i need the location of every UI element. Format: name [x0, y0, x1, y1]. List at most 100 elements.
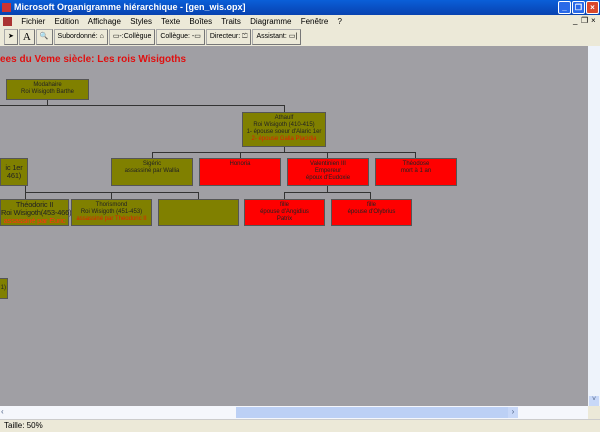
box-text: assassiné par Euric [3, 216, 66, 225]
window-title: Microsoft Organigramme hiérarchique - [g… [14, 2, 246, 12]
vertical-scrollbar[interactable]: ˅ [588, 46, 600, 406]
box-text: fille [279, 202, 289, 208]
box-text: Athaulf [274, 115, 294, 121]
connector [327, 185, 328, 192]
connector [47, 99, 48, 105]
close-button[interactable]: × [586, 1, 599, 14]
restore-button[interactable]: ❐ [572, 1, 585, 14]
box-text: Théodoric II [15, 200, 54, 209]
box-text: fille [366, 202, 376, 208]
box-text: époux d'Eudoxie [305, 175, 351, 181]
app-icon [2, 3, 11, 12]
box-fille-2[interactable]: fille épouse d'Olybrius [331, 199, 412, 226]
box-theodose[interactable]: Théodose mort à 1 an [375, 158, 457, 186]
status-bar: Taille: 50% [0, 419, 600, 432]
magnifier-icon: 🔍 [39, 33, 49, 40]
box-thorismond[interactable]: Thorismond Roi Wisigoth (451-453) assass… [71, 199, 152, 226]
box-empty[interactable] [158, 199, 239, 226]
box-modahaire[interactable]: Modahaire Roi Wisigoth Barthe [6, 79, 89, 100]
connector [327, 152, 328, 158]
toolbar: ➤ A 🔍 Subordonné: ⌂ ▭-:Collègue Collègue… [4, 29, 302, 45]
scroll-left-arrow-icon[interactable]: ‹ [1, 407, 4, 416]
box-text: 1) [0, 285, 6, 291]
box-text: 461) [6, 171, 22, 180]
menu-styles[interactable]: Styles [130, 17, 152, 26]
box-text: Empereur [314, 168, 342, 174]
connector [415, 152, 416, 158]
connector [284, 146, 285, 152]
connector [284, 192, 371, 193]
box-text: Roi Wisigoth (451-453) [80, 209, 143, 215]
zoom-level: Taille: 50% [4, 421, 43, 430]
box-fille-1[interactable]: fille épouse d'Angidius Patrix [244, 199, 325, 226]
box-text: 1- épouse soeur d'Alaric 1er [246, 129, 322, 135]
pointer-tool[interactable]: ➤ [4, 29, 18, 45]
chart-title[interactable]: ees du Veme siècle: Les rois Wisigoths [0, 54, 187, 65]
box-text: épouse d'Olybrius [347, 209, 396, 215]
connector [152, 152, 416, 153]
doc-minimize-button[interactable]: _ [573, 16, 578, 25]
box-text: 2- épouse Galla Placidia [251, 136, 317, 142]
connector [240, 152, 241, 158]
manager-button[interactable]: Directeur: ⏍ [205, 29, 252, 45]
text-icon: A [22, 31, 31, 43]
connector [25, 192, 199, 193]
connector [284, 105, 285, 112]
text-tool[interactable]: A [18, 29, 35, 45]
menu-diagramme[interactable]: Diagramme [250, 17, 292, 26]
zoom-tool[interactable]: 🔍 [35, 29, 53, 45]
pointer-icon: ➤ [8, 33, 14, 40]
box-text: assassiné par Wallia [124, 168, 180, 174]
menu-affichage[interactable]: Affichage [87, 17, 121, 26]
coworker-left-button[interactable]: ▭-:Collègue [108, 29, 156, 45]
menu-bar: Fichier Edition Affichage Styles Texte B… [0, 15, 600, 29]
menu-fenetre[interactable]: Fenêtre [300, 17, 329, 26]
menu-boites[interactable]: Boîtes [189, 17, 213, 26]
box-partial-bottom[interactable]: 1) [0, 278, 8, 299]
connector [152, 152, 153, 158]
box-text: Roi Wisigoth (410-415) [253, 122, 315, 128]
box-text: Thorismond [95, 202, 128, 208]
connector [0, 105, 285, 106]
box-honoria[interactable]: Honoria [199, 158, 281, 186]
box-text: épouse d'Angidius [260, 209, 309, 215]
box-text: Théodose [402, 161, 430, 167]
box-text: assassiné par Théodoric II [76, 216, 147, 222]
scroll-right-arrow-icon[interactable]: › [508, 407, 518, 418]
connector [370, 192, 371, 199]
minimize-button[interactable]: _ [558, 1, 571, 14]
subordinate-button[interactable]: Subordonné: ⌂ [53, 29, 108, 45]
menu-edition[interactable]: Edition [54, 17, 79, 26]
box-text: Roi Wisigoth(453-466) [1, 208, 72, 217]
menu-fichier[interactable]: Fichier [21, 17, 46, 26]
connector [198, 192, 199, 199]
chart-canvas[interactable]: ees du Veme siècle: Les rois Wisigoths M… [0, 46, 588, 406]
box-text: Valentinien III [310, 161, 346, 167]
horizontal-scroll-thumb[interactable] [236, 407, 508, 418]
connector [284, 192, 285, 199]
box-text: Roi Wisigoth Barthe [20, 89, 75, 95]
connector [111, 192, 112, 199]
title-bar: Microsoft Organigramme hiérarchique - [g… [0, 0, 600, 15]
box-text: Honoria [229, 161, 251, 167]
assistant-button[interactable]: Assistant: ▭| [252, 29, 302, 45]
box-text: Sigéric [142, 161, 162, 167]
box-ataulf[interactable]: Athaulf Roi Wisigoth (410-415) 1- épouse… [242, 112, 326, 147]
horizontal-scrollbar[interactable]: ‹ › [0, 406, 588, 419]
box-valentinien[interactable]: Valentinien III Empereur époux d'Eudoxie [287, 158, 369, 186]
box-partial-left[interactable]: ic 1er 461) [0, 158, 28, 186]
box-sigeric[interactable]: Sigéric assassiné par Wallia [111, 158, 193, 186]
box-text: Patrix [276, 216, 293, 222]
scroll-down-arrow-icon[interactable]: ˅ [589, 396, 599, 406]
box-text: ic 1er [5, 163, 23, 172]
document-icon[interactable] [3, 17, 12, 27]
menu-help[interactable]: ? [337, 17, 342, 26]
box-text: mort à 1 an [400, 168, 432, 174]
box-theodoric-ii[interactable]: Théodoric II Roi Wisigoth(453-466) assas… [0, 199, 72, 226]
doc-close-button[interactable]: × [591, 16, 596, 25]
menu-traits[interactable]: Traits [221, 17, 241, 26]
doc-restore-button[interactable]: ❐ [581, 16, 589, 25]
coworker-right-button[interactable]: Collègue: -▭ [156, 29, 205, 45]
box-text: Modahaire [33, 82, 62, 88]
menu-texte[interactable]: Texte [161, 17, 181, 26]
